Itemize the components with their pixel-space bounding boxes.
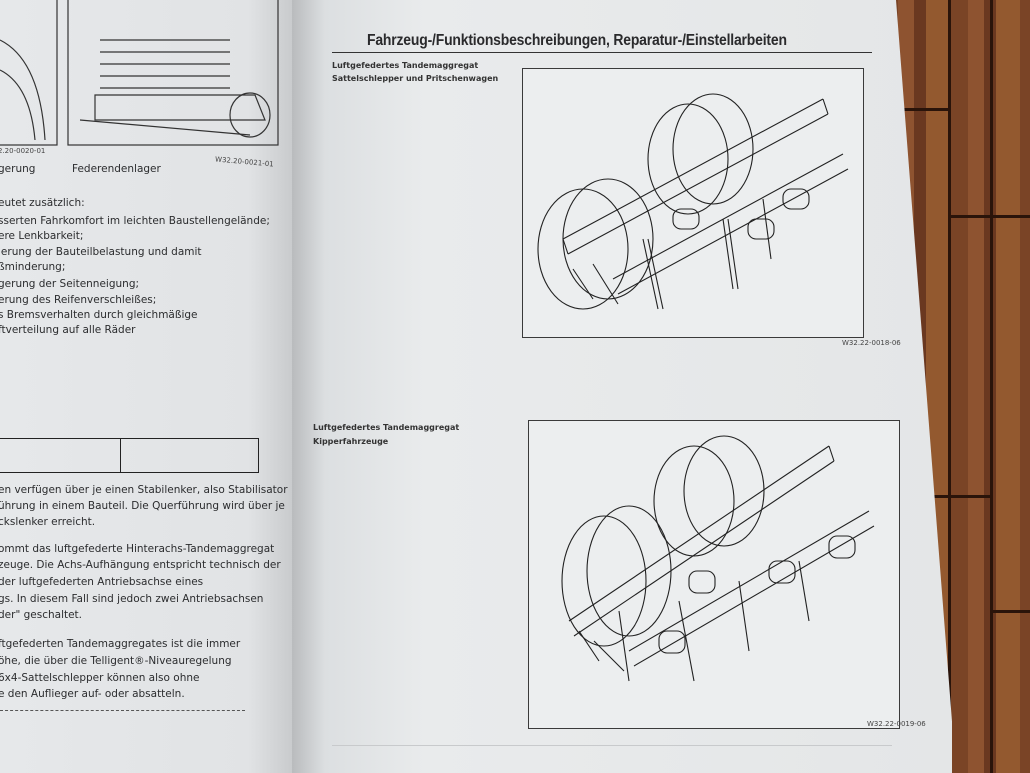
list-line: ierung der Bauteilbelastung und damit [0,246,202,258]
list-line: ere Lenkbarkeit; [0,230,84,242]
list-line: s Bremsverhalten durch gleichmäßige [0,309,198,321]
figure-caption: gerung [0,163,36,175]
plank-gap [930,495,990,498]
paragraph-line: ftgefederten Tandemaggregates ist die im… [0,638,241,650]
figure-caption: Kipperfahrzeuge [313,437,389,446]
plank-gap [950,215,1030,218]
figure-code: W32.22-0019-06 [867,720,926,728]
list-intro: eutet zusätzlich: [0,197,85,209]
tandem-axle-illustration [537,93,849,310]
table-box [0,438,259,473]
figure-code: 2.20-0020-01 [0,147,46,155]
page-heading: Fahrzeug-/Funktionsbeschreibungen, Repar… [367,32,787,49]
dashed-divider [0,710,245,711]
list-line: ftverteilung auf alle Räder [0,324,136,336]
plank-gap [900,108,950,111]
paragraph-line: öhe, die über die Telligent®-Niveauregel… [0,655,232,667]
figure-code: W32.22-0018-06 [842,339,901,347]
heading-rule [332,52,872,53]
figure-tandem-axle-tipper [528,420,900,729]
figure-caption: Sattelschlepper und Pritschenwagen [332,74,499,83]
paragraph-line: der luftgefederten Antriebsachse eines [0,576,204,588]
paragraph-line: ckslenker erreicht. [0,516,96,528]
right-page: Fahrzeug-/Funktionsbeschreibungen, Repar… [292,0,952,773]
list-line: ßminderung; [0,261,66,273]
table-divider [120,439,121,472]
paragraph-line: en verfügen über je einen Stabilenker, a… [0,484,288,496]
list-line: gerung der Seitenneigung; [0,278,140,290]
spring-bearing-illustration [0,0,279,146]
paragraph-line: e den Auflieger auf- oder absatteln. [0,688,185,700]
paragraph-line: der" geschaltet. [0,609,83,621]
paragraph-line: ührung in einem Bauteil. Die Querführung… [0,500,285,512]
tandem-axle-illustration [561,435,875,682]
plank-gap [990,0,993,773]
paragraph-line: ommt das luftgefederte Hinterachs-Tandem… [0,543,275,555]
paragraph-line: gs. In diesem Fall sind jedoch zwei Antr… [0,593,264,605]
figure-caption: Luftgefedertes Tandemaggregat [332,61,479,70]
paragraph-line: zeuge. Die Achs-Aufhängung entspricht te… [0,559,281,571]
footer-rule [332,745,892,746]
plank-gap [948,0,951,773]
figure-caption: Federendenlager [72,163,161,175]
paragraph-line: 6x4-Sattelschlepper können also ohne [0,672,200,684]
list-line: erung des Reifenverschleißes; [0,294,157,306]
figure-tandem-axle-tractor [522,68,864,338]
figure-caption: Luftgefedertes Tandemaggregat [313,423,460,432]
left-page: 2.20-0020-01 W32.20-0021-01 gerung Feder… [0,0,292,773]
list-line: sserten Fahrkomfort im leichten Baustell… [0,215,270,227]
plank-gap [990,610,1030,613]
